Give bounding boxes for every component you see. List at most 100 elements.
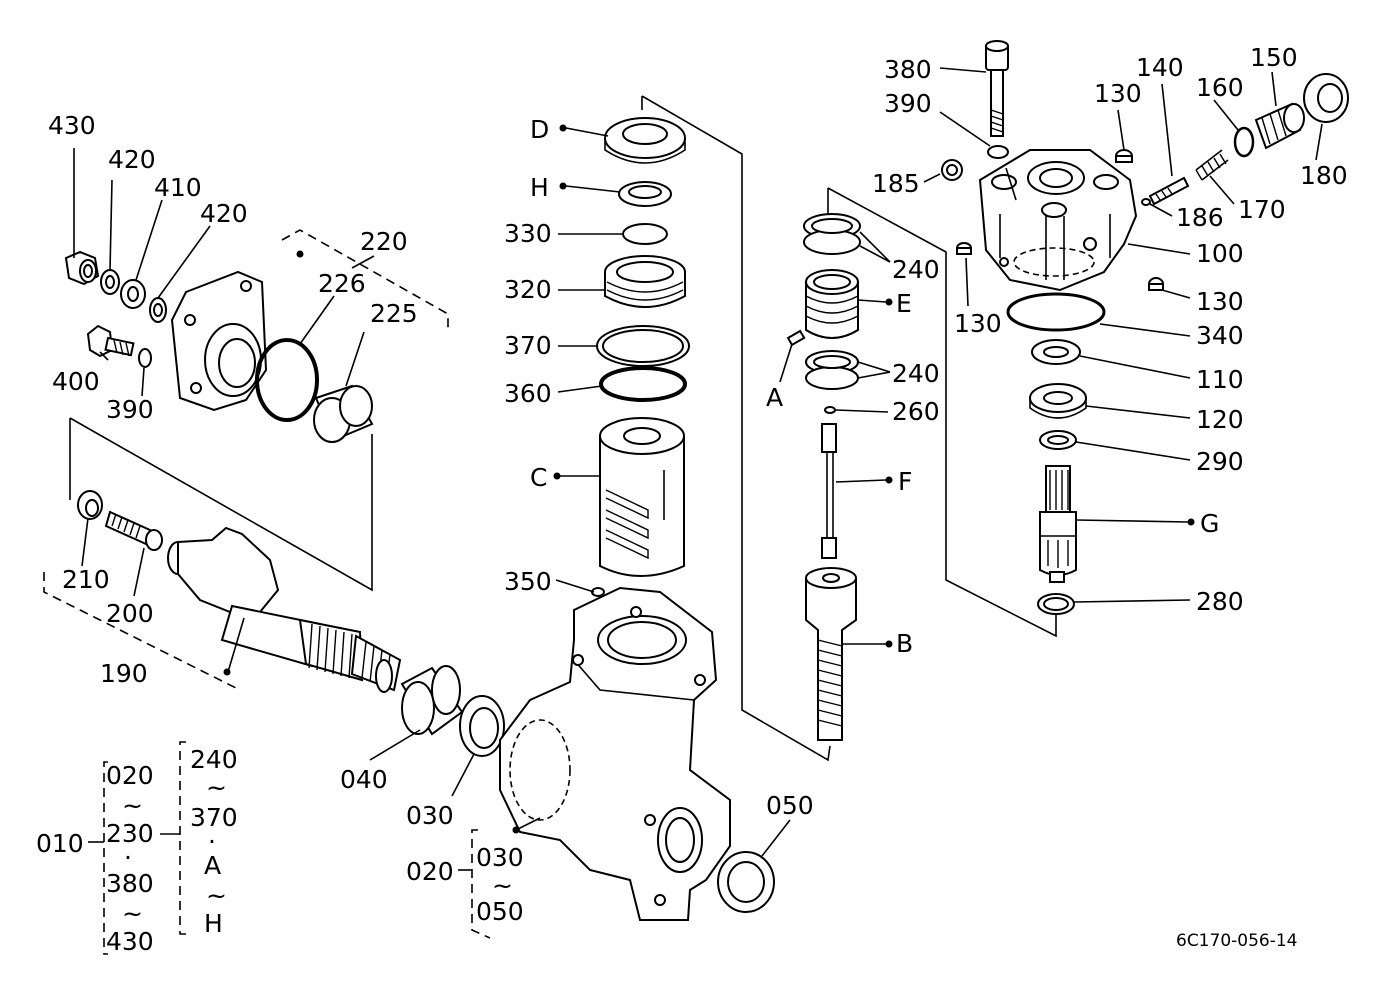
assembly-note: 010 020 ~ 230 · 380 ~ 430 240 ~ 370 · A …	[36, 745, 524, 956]
label-120: 120	[1196, 405, 1244, 434]
label-C: C	[530, 463, 547, 492]
leader-220	[351, 255, 375, 269]
washer-420b-part	[149, 297, 167, 323]
label-370: 370	[504, 331, 552, 360]
label-180: 180	[1300, 161, 1348, 190]
label-420a: 420	[108, 145, 156, 174]
label-240b: 240	[892, 359, 940, 388]
ring-240a-part	[803, 213, 861, 255]
piston-C-part	[599, 417, 685, 577]
ball-260-part	[824, 406, 836, 414]
snap-ring-H-part	[618, 181, 672, 207]
input-shaft-G-part	[1039, 465, 1077, 583]
valve-body-100-part	[978, 149, 1138, 292]
ring-290-part	[1039, 430, 1077, 450]
bearing-D-part	[604, 117, 686, 164]
label-H: H	[530, 173, 549, 202]
note-left-1: ~	[122, 791, 143, 820]
label-040: 040	[340, 765, 388, 794]
sleeve-E-part	[805, 269, 859, 339]
note-right-2: 370	[190, 803, 238, 832]
label-100: 100	[1196, 239, 1244, 268]
washer-420a-part	[100, 269, 120, 295]
nut-180-part	[1303, 73, 1349, 123]
torsion-bar-F-part	[821, 423, 837, 559]
bolt-400-part	[86, 324, 135, 358]
gear-housing-020-part	[499, 586, 731, 921]
bearing-040-part	[400, 665, 464, 736]
bolt-200-part	[104, 510, 163, 551]
label-E: E	[896, 289, 912, 318]
plug-150-part	[1254, 102, 1305, 150]
label-226: 226	[318, 269, 366, 298]
label-170: 170	[1238, 195, 1286, 224]
plug-210-part	[77, 490, 103, 520]
o-ring-360-part	[599, 366, 687, 402]
valve-group-lines	[827, 187, 1057, 638]
label-130c: 130	[954, 309, 1002, 338]
note-right-0: 240	[190, 745, 238, 774]
note-right-5: ~	[206, 881, 227, 910]
piston-ring-320-part	[604, 255, 686, 308]
shaft-group-lines	[69, 417, 373, 592]
sector-shaft-190-part	[167, 526, 402, 693]
plug-130c-part	[1148, 277, 1164, 291]
label-050: 050	[766, 791, 814, 820]
ring-240b-part	[805, 350, 859, 390]
leader-390b-body	[1005, 167, 1017, 201]
ball-186-part	[1141, 198, 1151, 206]
label-330: 330	[504, 219, 552, 248]
label-340: 340	[1196, 321, 1244, 350]
label-290: 290	[1196, 447, 1244, 476]
label-140: 140	[1136, 53, 1184, 82]
shaft-B-part	[805, 567, 857, 741]
label-A: A	[766, 383, 783, 412]
washer-390b-part	[987, 145, 1009, 159]
assembly-note-brackets	[88, 741, 491, 955]
bearing-225-part	[313, 384, 374, 443]
spring-170-part	[1195, 149, 1229, 181]
label-260: 260	[892, 397, 940, 426]
seal-110-part	[1031, 339, 1081, 365]
cover-220-part	[170, 270, 268, 412]
label-110: 110	[1196, 365, 1244, 394]
bolt-380-part	[985, 40, 1009, 137]
valve-140-part	[1148, 176, 1190, 206]
label-430: 430	[48, 111, 96, 140]
note-sub-main: 020	[406, 857, 454, 886]
center-group-lines	[641, 95, 831, 762]
washer-390a-part	[138, 348, 152, 368]
label-190: 190	[100, 659, 148, 688]
pin-A-part	[786, 329, 806, 347]
note-left-3: ·	[124, 843, 132, 872]
plug-130a-part	[1115, 149, 1133, 163]
label-150: 150	[1250, 43, 1298, 72]
label-185: 185	[872, 169, 920, 198]
ring-370-part	[596, 325, 690, 367]
label-130a: 130	[1094, 79, 1142, 108]
seal-050-part	[717, 851, 775, 913]
washer-410-part	[120, 279, 146, 309]
label-G: G	[1200, 509, 1219, 538]
bearing-120-part	[1029, 383, 1087, 419]
ring-280-part	[1037, 593, 1075, 615]
note-right-6: H	[204, 909, 223, 938]
label-420b: 420	[200, 199, 248, 228]
label-160: 160	[1196, 73, 1244, 102]
label-225: 225	[370, 299, 418, 328]
o-ring-160-part	[1233, 126, 1255, 158]
o-ring-340-part	[1006, 292, 1106, 332]
seal-030-part	[459, 695, 505, 757]
label-360: 360	[504, 379, 552, 408]
label-280: 280	[1196, 587, 1244, 616]
note-left-6: 430	[106, 927, 154, 956]
plug-185-part	[941, 159, 963, 181]
label-350: 350	[504, 567, 552, 596]
plug-130b-part	[956, 242, 972, 255]
group-220-bracket	[281, 229, 449, 332]
label-390a: 390	[106, 395, 154, 424]
ring-330-part	[622, 223, 668, 245]
note-left-4: 380	[106, 869, 154, 898]
label-240a: 240	[892, 255, 940, 284]
